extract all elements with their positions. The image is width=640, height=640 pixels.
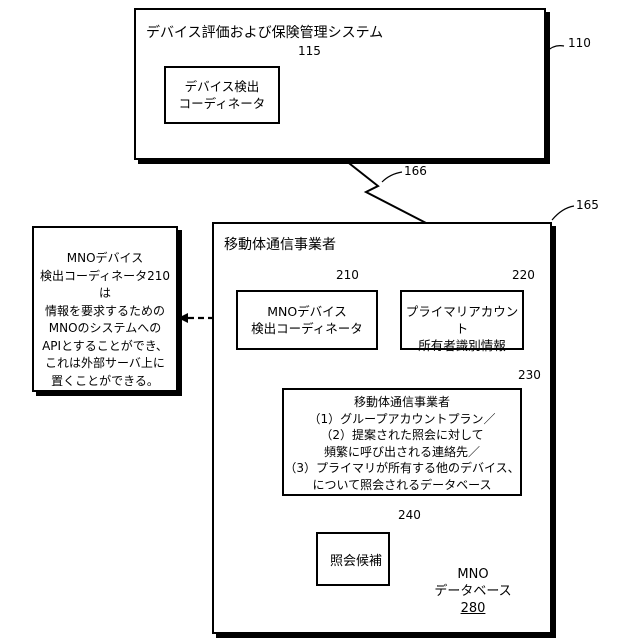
note-line-1: MNOデバイス — [34, 250, 176, 268]
note-line-6: これは外部サーバ上に — [34, 355, 176, 373]
link-ref: 166 — [404, 164, 427, 178]
carrier-db-line-2: （1）グループアカウントプラン／ — [284, 411, 520, 428]
candidates-label: 照会候補 — [330, 550, 382, 569]
note-line-2: 検出コーディネータ210は — [34, 268, 176, 303]
device-coordinator-box: デバイス検出 コーディネータ — [164, 66, 280, 124]
mno-database-line-1: MNO — [428, 566, 518, 583]
mno-database-label: MNO データベース 280 — [428, 566, 518, 617]
mno-coordinator-box: MNOデバイス 検出コーディネータ — [236, 290, 378, 350]
carrier-db-box: 移動体通信事業者 （1）グループアカウントプラン／ （2）提案された照会に対して… — [282, 388, 522, 496]
mno-database-line-2: データベース — [428, 583, 518, 600]
primary-owner-line-2: 所有者識別情報 — [402, 337, 522, 354]
coordinator-ref: 115 — [298, 44, 321, 58]
note-line-4: MNOのシステムへの — [34, 320, 176, 338]
primary-owner-line-1: プライマリアカウント — [402, 303, 522, 337]
note-line-5: APIとすることができ、 — [34, 338, 176, 356]
carrier-db-line-3: （2）提案された照会に対して — [284, 427, 520, 444]
primary-owner-ref: 220 — [512, 268, 535, 282]
system-ref: 110 — [568, 36, 591, 50]
system-title: デバイス評価および保険管理システム — [146, 22, 383, 42]
mno-coordinator-line-1: MNOデバイス — [238, 303, 376, 320]
note-line-7: 置くことができる。 — [34, 373, 176, 391]
mno-title: 移動体通信事業者 — [224, 234, 336, 254]
device-coordinator-line-1: デバイス検出 — [166, 78, 278, 95]
carrier-db-line-1: 移動体通信事業者 — [284, 394, 520, 411]
carrier-db-line-6: について照会されるデータベース — [284, 477, 520, 494]
leader-166 — [382, 172, 402, 182]
mno-ref: 165 — [576, 198, 599, 212]
mno-database-ref: 280 — [428, 600, 518, 617]
leader-165 — [552, 206, 574, 220]
leader-110 — [546, 46, 564, 52]
primary-owner-box: プライマリアカウント 所有者識別情報 — [400, 290, 524, 350]
mno-coordinator-ref: 210 — [336, 268, 359, 282]
note-line-3: 情報を要求するための — [34, 303, 176, 321]
carrier-db-line-5: （3）プライマリが所有する他のデバイス、 — [284, 460, 520, 477]
carrier-db-line-4: 頻繁に呼び出される連絡先／ — [284, 444, 520, 461]
candidates-ref: 240 — [398, 508, 421, 522]
carrier-db-ref: 230 — [518, 368, 541, 382]
note-box: MNOデバイス 検出コーディネータ210は 情報を要求するための MNOのシステ… — [32, 226, 178, 392]
device-coordinator-line-2: コーディネータ — [166, 95, 278, 112]
mno-coordinator-line-2: 検出コーディネータ — [238, 320, 376, 337]
